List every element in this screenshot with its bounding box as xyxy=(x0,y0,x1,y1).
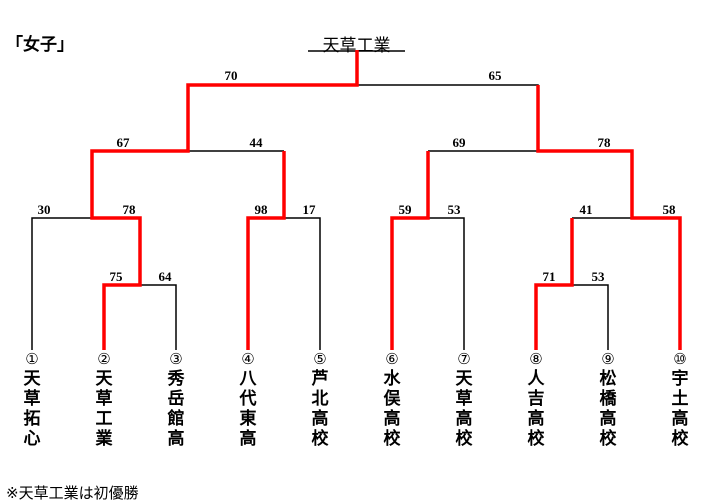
winner-lines xyxy=(90,50,682,350)
qf2-line xyxy=(284,217,321,350)
score: 70 xyxy=(225,68,238,83)
division-title: 「女子」 xyxy=(6,35,74,55)
team-name: 宇土高校 xyxy=(671,369,689,449)
r1-right-line xyxy=(572,284,609,350)
team-name: 天草工業 xyxy=(95,369,113,449)
seed-number: ④ xyxy=(241,350,255,368)
score: 98 xyxy=(255,202,269,217)
seed-number: ③ xyxy=(169,350,183,368)
seed-number: ② xyxy=(97,350,111,368)
team-name: 秀岳館高 xyxy=(167,369,185,449)
score: 67 xyxy=(117,135,131,150)
score: 44 xyxy=(250,135,264,150)
team-name: 水俣高校 xyxy=(383,369,401,449)
champion-path xyxy=(90,50,359,350)
score: 75 xyxy=(110,269,124,284)
seed-number: ⑥ xyxy=(385,350,399,368)
team-name: 芦北高校 xyxy=(311,369,329,449)
seed-number: ⑨ xyxy=(601,350,615,368)
score: 71 xyxy=(543,269,556,284)
qf3-line xyxy=(428,217,465,350)
score: 78 xyxy=(123,202,137,217)
yatsushiro-path xyxy=(246,151,286,350)
bracket-lines xyxy=(31,50,632,350)
score: 30 xyxy=(38,202,51,217)
score: 69 xyxy=(453,135,467,150)
seed-number: ⑩ xyxy=(673,350,687,368)
team-name: 人吉高校 xyxy=(527,369,545,449)
qf1-line xyxy=(31,217,92,350)
hitoyoshi-path xyxy=(534,218,574,350)
seed-number: ⑧ xyxy=(529,350,543,368)
team-name: 松橋高校 xyxy=(599,369,617,449)
score: 53 xyxy=(448,202,462,217)
team-name: 天草高校 xyxy=(455,369,473,449)
uto-path xyxy=(536,85,682,350)
team-name: 八代東高 xyxy=(239,369,257,449)
score: 65 xyxy=(489,68,503,83)
score: 78 xyxy=(598,135,612,150)
score: 59 xyxy=(399,202,413,217)
final-right-line xyxy=(357,84,539,151)
score: 53 xyxy=(592,269,606,284)
seed-number: ⑦ xyxy=(457,350,471,368)
footnote: ※天草工業は初優勝 xyxy=(6,484,139,502)
score: 64 xyxy=(159,269,173,284)
score: 58 xyxy=(663,202,677,217)
team-name: 天草拓心 xyxy=(23,369,41,449)
score: 17 xyxy=(303,202,317,217)
seed-number: ⑤ xyxy=(313,350,327,368)
r1-left-line xyxy=(140,284,177,350)
minamata-path xyxy=(390,151,430,350)
score: 41 xyxy=(580,202,593,217)
seed-number: ① xyxy=(25,350,39,368)
